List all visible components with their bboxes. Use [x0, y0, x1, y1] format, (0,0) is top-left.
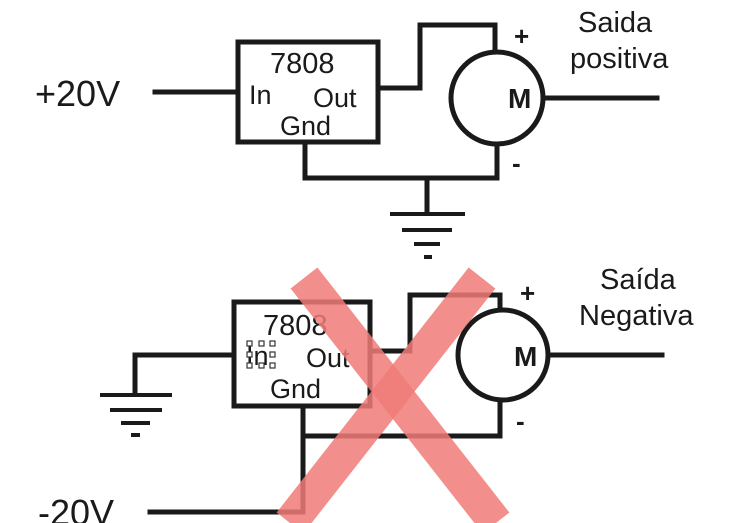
bottom-ground-icon — [100, 393, 172, 437]
top-motor-minus: - — [512, 148, 521, 178]
cross-stroke-2 — [276, 267, 496, 523]
top-ground-icon — [390, 212, 465, 259]
top-motor-symbol: M — [508, 83, 531, 114]
bottom-motor-plus: + — [520, 278, 535, 308]
top-regulator-part: 7808 — [270, 48, 335, 80]
top-out-wire — [375, 22, 498, 91]
top-regulator-in-label: In — [249, 80, 272, 110]
top-return-wire — [302, 139, 500, 181]
bottom-circuit: 7808 In Out Gnd M + - -20V Saída Negat — [38, 264, 694, 523]
top-motor-plus: + — [514, 21, 529, 51]
bottom-motor-minus: - — [516, 406, 525, 436]
top-input-label: +20V — [35, 73, 120, 114]
crossed-out-mark — [276, 267, 510, 523]
top-regulator-out-label: Out — [313, 83, 357, 113]
top-regulator-gnd-label: Gnd — [280, 111, 331, 141]
top-output-label-line1: Saida — [578, 7, 653, 39]
bottom-motor-symbol: M — [514, 341, 537, 372]
top-output-label-line2: positiva — [570, 43, 669, 75]
bottom-regulator-gnd-label: Gnd — [270, 374, 321, 404]
bottom-input-wire — [147, 433, 306, 515]
bottom-input-label: -20V — [38, 492, 114, 523]
text-selection-handles[interactable] — [246, 340, 276, 369]
bottom-input-ground-wire — [132, 352, 237, 396]
top-regulator-box — [235, 39, 381, 145]
top-circuit: 7808 In Out Gnd M + - +20V Saida positiv… — [35, 7, 669, 259]
bottom-out-wire — [367, 292, 503, 354]
bottom-output-label-line1: Saída — [600, 264, 677, 296]
bottom-output-label-line2: Negativa — [579, 300, 694, 332]
bottom-return-wire — [300, 397, 503, 439]
